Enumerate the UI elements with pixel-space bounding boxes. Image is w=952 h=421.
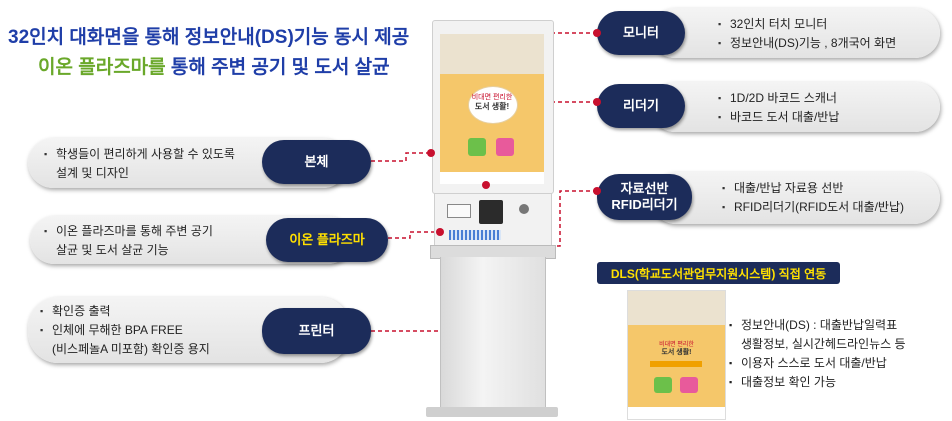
shelf-badge: 자료선반 RFID리더기: [597, 174, 692, 220]
plasma-badge: 이온 플라즈마: [266, 218, 388, 262]
barcode-reader: [479, 200, 503, 224]
kiosk-screen-footer: [440, 172, 544, 184]
dls-screen-line2: 도서 생활!: [661, 349, 692, 356]
plasma-item-2: 살균 및 도서 살균 기능: [56, 243, 169, 257]
body-item-1: 학생들이 편리하게 사용할 수 있도록: [44, 145, 235, 164]
plasma-emitter: [519, 204, 529, 214]
reader-badge: 리더기: [597, 84, 685, 128]
headline-line1: 32인치 대화면을 통해 정보안내(DS)기능 동시 제공: [8, 27, 410, 48]
kiosk-screen-line2: 도서 생활!: [474, 102, 510, 111]
kiosk-base: [426, 407, 558, 417]
headline-line2-green: 이온 플라즈마를: [38, 57, 166, 78]
monitor-item-2: 정보안내(DS)기능 , 8개국어 화면: [718, 34, 896, 53]
connector-body: [371, 152, 431, 162]
kiosk-screen-return-button[interactable]: [496, 138, 514, 156]
printer-item-2: 인체에 무해한 BPA FREE: [40, 321, 210, 340]
rfid-reader-strip: [449, 230, 501, 240]
plasma-dot: [436, 228, 444, 236]
dls-item-1: 정보안내(DS) : 대출반납일력표: [729, 316, 906, 335]
dls-screen: 비대면 편리한 도서 생활!: [627, 290, 726, 420]
plasma-item-1: 이온 플라즈마를 통해 주변 공기: [44, 222, 213, 241]
dls-screen-bar: [650, 361, 702, 367]
printer-item-1: 확인증 출력: [40, 302, 210, 321]
kiosk-screen-borrow-button[interactable]: [468, 138, 486, 156]
body-dot: [427, 149, 435, 157]
dls-item-4: 대출정보 확인 가능: [729, 373, 906, 392]
shelf-callout: 대출/반납 자료용 선반 RFID리더기(RFID도서 대출/반납): [650, 172, 940, 224]
printer-item-3: (비스페놀A 미포함) 확인증 용지: [52, 342, 210, 356]
printer-badge: 프린터: [262, 308, 371, 354]
connector-plasma: [388, 231, 440, 239]
shelf-item-1: 대출/반납 자료용 선반: [722, 179, 904, 198]
reader-item-1: 1D/2D 바코드 스캐너: [718, 89, 839, 108]
reader-item-2: 바코드 도서 대출/반납: [718, 108, 839, 127]
body-item-2: 설계 및 디자인: [56, 166, 129, 180]
dls-item-3: 이용자 스스로 도서 대출/반납: [729, 354, 906, 373]
reader-callout: 1D/2D 바코드 스캐너 바코드 도서 대출/반납: [650, 82, 940, 132]
headline-line2-blue: 통해 주변 공기 및 도서 살균: [165, 57, 390, 78]
shelf-badge-line2: RFID리더기: [611, 197, 678, 212]
kiosk-screen-bubble: [468, 86, 518, 124]
dls-screen-info-panel: [628, 291, 725, 325]
body-badge: 본체: [262, 140, 371, 184]
monitor-badge: 모니터: [597, 11, 685, 55]
dls-screen-borrow-button[interactable]: [654, 377, 672, 393]
printer-slot: [447, 204, 471, 218]
dls-item-2: 생활정보, 실시간헤드라인뉴스 등: [741, 337, 906, 351]
kiosk-screen-info-panel: [440, 34, 544, 74]
kiosk-stand: [440, 257, 546, 407]
shelf-item-2: RFID리더기(RFID도서 대출/반납): [722, 198, 904, 217]
kiosk-screen-line1: 비대면 편리한: [471, 94, 513, 101]
monitor-callout: 32인치 터치 모니터 정보안내(DS)기능 , 8개국어 화면: [650, 8, 940, 58]
printer-dot: [482, 181, 490, 189]
monitor-dot: [593, 29, 601, 37]
shelf-badge-line1: 자료선반: [620, 181, 669, 196]
dls-list: 정보안내(DS) : 대출반납일력표 생활정보, 실시간헤드라인뉴스 등 이용자…: [729, 316, 906, 392]
reader-dot: [593, 98, 601, 106]
dls-screen-line1: 비대면 편리한: [659, 342, 694, 348]
shelf-dot: [593, 187, 601, 195]
dls-screen-footer: [628, 407, 725, 419]
monitor-item-1: 32인치 터치 모니터: [718, 15, 896, 34]
kiosk-body-panel: [434, 193, 552, 247]
dls-screen-return-button[interactable]: [680, 377, 698, 393]
headline-line2: 이온 플라즈마를 통해 주변 공기 및 도서 살균: [38, 52, 390, 79]
dls-label: DLS(학교도서관업무지원시스템) 직접 연동: [597, 262, 840, 284]
kiosk-screen: 비대면 편리한 도서 생활!: [440, 34, 544, 184]
